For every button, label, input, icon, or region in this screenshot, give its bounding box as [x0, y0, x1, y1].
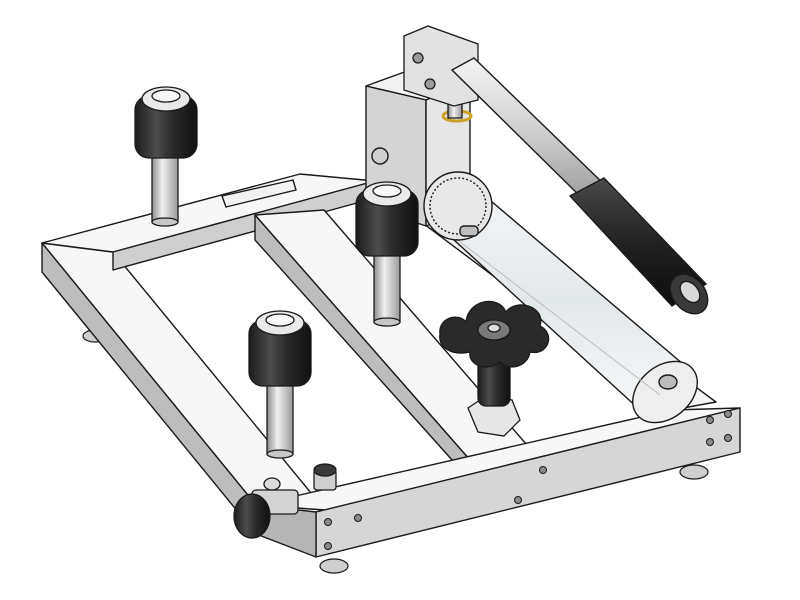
foot-front-left — [319, 558, 349, 574]
feet — [82, 329, 709, 574]
rear-rail-plate — [221, 179, 297, 208]
screw-icon — [324, 542, 332, 550]
screw-icon — [724, 410, 732, 418]
knob-shaft — [266, 377, 294, 455]
foot-front-right — [679, 464, 709, 480]
screw-icon — [324, 518, 332, 526]
side-valve-knob — [233, 493, 271, 539]
knob-shaft — [373, 245, 401, 323]
gauge-dial — [423, 171, 493, 241]
pump-lever-handle — [450, 57, 709, 315]
star-valve — [439, 300, 550, 437]
front-rail-screws — [324, 410, 732, 550]
clevis-pin-icon — [424, 78, 436, 90]
lever-grip — [568, 177, 708, 307]
knob-post-middle — [355, 181, 419, 327]
side-bolt-icon — [371, 147, 389, 165]
lever-clevis — [403, 25, 479, 107]
screw-icon — [539, 466, 547, 474]
cylinder-end-cap — [632, 360, 698, 424]
screw-icon — [354, 514, 362, 522]
knob-post-front-left — [248, 310, 312, 459]
clevis-pin-icon — [412, 52, 424, 64]
screw-icon — [706, 438, 714, 446]
pump-linkage — [403, 25, 479, 123]
screw-icon — [724, 434, 732, 442]
cylinder-end-bolt — [658, 374, 678, 390]
screw-icon — [514, 496, 522, 504]
screw-icon — [706, 416, 714, 424]
front-fittings — [233, 463, 337, 539]
knob-shaft — [151, 149, 179, 223]
gauge-stem — [459, 225, 479, 237]
knob-post-rear-left — [134, 86, 198, 227]
